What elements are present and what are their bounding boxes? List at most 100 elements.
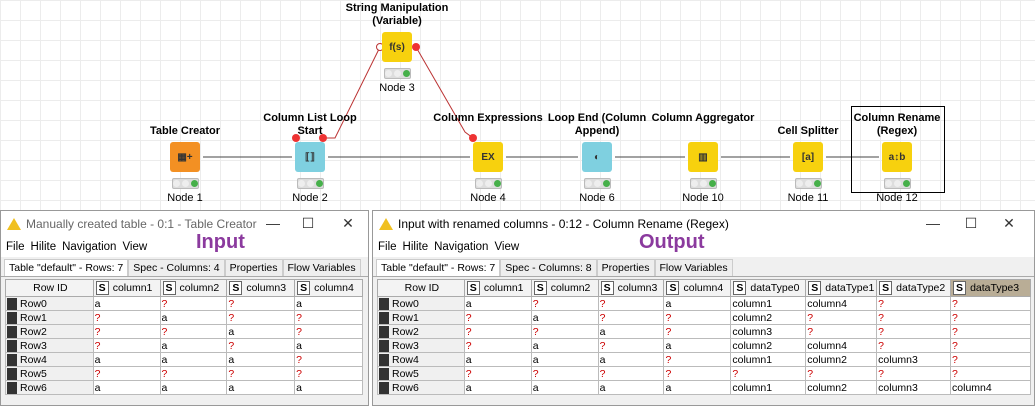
column-header-label: dataType2 — [896, 282, 946, 294]
table-cell: column4 — [805, 338, 878, 353]
title-bar[interactable]: Manually created table - 0:1 - Table Cre… — [1, 211, 368, 237]
menu-view[interactable]: View — [494, 241, 520, 253]
row-id: Row4 — [5, 352, 94, 367]
table-cell: ? — [530, 296, 599, 311]
title-bar[interactable]: Input with renamed columns - 0:12 - Colu… — [373, 211, 1034, 237]
menu-hilite[interactable]: Hilite — [402, 241, 429, 253]
variable-port[interactable] — [469, 134, 477, 142]
column-header-label: column3 — [246, 282, 287, 294]
column-header[interactable]: Row ID — [377, 279, 465, 297]
table-cell: a — [597, 324, 665, 339]
close-button[interactable]: ✕ — [1003, 215, 1015, 231]
menu-file[interactable]: File — [6, 241, 25, 253]
menu-view[interactable]: View — [122, 241, 148, 253]
node-icon[interactable]: f(s) — [382, 32, 412, 62]
maximize-button[interactable]: ☐ — [301, 215, 315, 231]
tab-spec[interactable]: Spec - Columns: 4 — [128, 259, 225, 276]
variable-port[interactable] — [319, 134, 327, 142]
table-cell: a — [530, 338, 599, 353]
string-type-icon: S — [533, 281, 547, 295]
minimize-button[interactable]: — — [266, 215, 280, 231]
tab-table[interactable]: Table "default" - Rows: 7 — [376, 259, 501, 276]
menu-navigation[interactable]: Navigation — [434, 241, 489, 253]
variable-port[interactable] — [412, 43, 420, 51]
minimize-button[interactable]: — — [926, 215, 940, 231]
variable-port[interactable] — [292, 134, 300, 142]
table-row[interactable]: Row3?a?a — [5, 338, 363, 353]
row-id: Row0 — [5, 296, 94, 311]
maximize-button[interactable]: ☐ — [964, 215, 978, 231]
node-icon[interactable]: [a] — [793, 142, 823, 172]
status-traffic-light — [584, 178, 611, 189]
warning-icon — [7, 218, 21, 230]
row-id: Row5 — [377, 366, 465, 381]
column-header-label: column1 — [483, 282, 524, 294]
menu-hilite[interactable]: Hilite — [30, 241, 57, 253]
node-icon[interactable]: ▥ — [688, 142, 718, 172]
table-cell: ? — [950, 324, 1031, 339]
table-cell: ? — [294, 324, 363, 339]
tab-flow-variables[interactable]: Flow Variables — [654, 259, 733, 276]
table-cell: a — [530, 310, 599, 325]
table-cell: ? — [663, 324, 732, 339]
tab-table[interactable]: Table "default" - Rows: 7 — [4, 259, 129, 276]
close-button[interactable]: ✕ — [342, 215, 354, 231]
node-icon[interactable]: ⟦⟧ — [295, 142, 325, 172]
column-header[interactable]: Row ID — [5, 279, 94, 297]
string-type-icon: S — [466, 281, 480, 295]
tab-properties[interactable]: Properties — [224, 259, 283, 276]
table-cell: ? — [876, 310, 952, 325]
string-type-icon: S — [297, 281, 311, 295]
column-header-label: dataType1 — [825, 282, 875, 294]
node-id: Node 3 — [379, 82, 415, 94]
table-cell: column1 — [730, 352, 807, 367]
status-traffic-light — [884, 178, 911, 189]
tab-spec[interactable]: Spec - Columns: 8 — [500, 259, 597, 276]
node-icon[interactable]: a↕b — [882, 142, 912, 172]
row-id: Row2 — [377, 324, 465, 339]
table-cell: ? — [876, 366, 952, 381]
table-cell: a — [597, 380, 665, 395]
node-id: Node 4 — [470, 192, 506, 204]
node-icon[interactable]: EX — [473, 142, 503, 172]
tab-properties[interactable]: Properties — [596, 259, 655, 276]
node-icon[interactable]: ▦+ — [170, 142, 200, 172]
table-cell: a — [663, 296, 732, 311]
table-cell: ? — [730, 366, 807, 381]
table-row[interactable]: Row2??a?column3??? — [377, 324, 1031, 339]
table-row[interactable]: Row1?a?? — [5, 310, 363, 325]
table-row[interactable]: Row2??a? — [5, 324, 363, 339]
menu-file[interactable]: File — [378, 241, 397, 253]
table-row[interactable]: Row1?a??column2??? — [377, 310, 1031, 325]
tab-flow-variables[interactable]: Flow Variables — [282, 259, 361, 276]
table-row[interactable]: Row5???????? — [377, 366, 1031, 381]
node-icon[interactable]: ◐ — [582, 142, 612, 172]
column-header-label: Row ID — [404, 282, 440, 294]
menu-navigation[interactable]: Navigation — [62, 241, 117, 253]
table-row[interactable]: Row5???? — [5, 366, 363, 381]
table-cell: column3 — [730, 324, 807, 339]
table-cell: a — [226, 324, 296, 339]
table-cell: column2 — [805, 352, 878, 367]
table-cell: a — [530, 352, 599, 367]
